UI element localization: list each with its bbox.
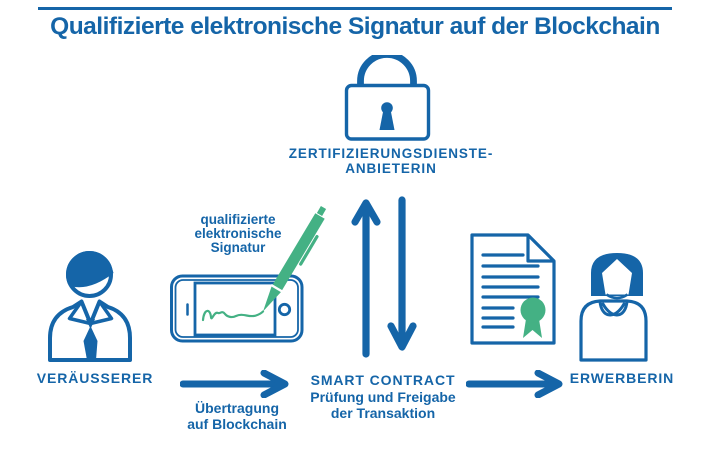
home-button-icon xyxy=(277,302,292,317)
buyer-person-icon xyxy=(579,253,648,362)
chin xyxy=(605,293,629,300)
seller-person-icon xyxy=(48,251,132,362)
hair xyxy=(65,251,114,288)
collar xyxy=(598,300,629,317)
up-arrow-icon xyxy=(351,199,381,358)
padlock-icon xyxy=(344,55,431,141)
seller-label: VERÄUSSERER xyxy=(36,370,154,386)
smartphone-signature-icon xyxy=(170,206,327,343)
torso xyxy=(579,299,648,362)
keyhole-icon xyxy=(379,102,395,130)
page-fold xyxy=(526,235,554,263)
pen-clip xyxy=(299,235,319,266)
certification-authority-label: ZERTIFIZIERUNGSDIENSTE- ANBIETERIN xyxy=(288,146,494,176)
transfer-arrow-icon xyxy=(180,370,289,398)
smartphone-icon xyxy=(170,274,304,343)
collar xyxy=(67,300,114,326)
transfer-label: Übertragung auf Blockchain xyxy=(187,400,287,432)
certified-document-icon xyxy=(470,233,556,345)
title-rule xyxy=(38,7,672,11)
signature-note-label: qualifizierte elektronische Signatur xyxy=(194,212,282,255)
smart-contract-subtitle: Prüfung und Freigabe der Transaktion xyxy=(310,389,456,421)
tie-icon xyxy=(83,319,98,360)
text-lines xyxy=(481,253,540,329)
exchange-arrows xyxy=(351,196,417,358)
buyer-label: ERWERBERIN xyxy=(569,370,675,386)
down-arrow-icon xyxy=(387,196,417,351)
seal-icon xyxy=(520,297,546,338)
signature-squiggle xyxy=(201,309,265,322)
release-arrow-icon xyxy=(466,370,563,398)
hair xyxy=(591,253,643,296)
smart-contract-title: SMART CONTRACT xyxy=(310,372,456,388)
page-title: Qualifizierte elektronische Signatur auf… xyxy=(50,13,660,40)
signature-pen-icon xyxy=(263,206,327,312)
